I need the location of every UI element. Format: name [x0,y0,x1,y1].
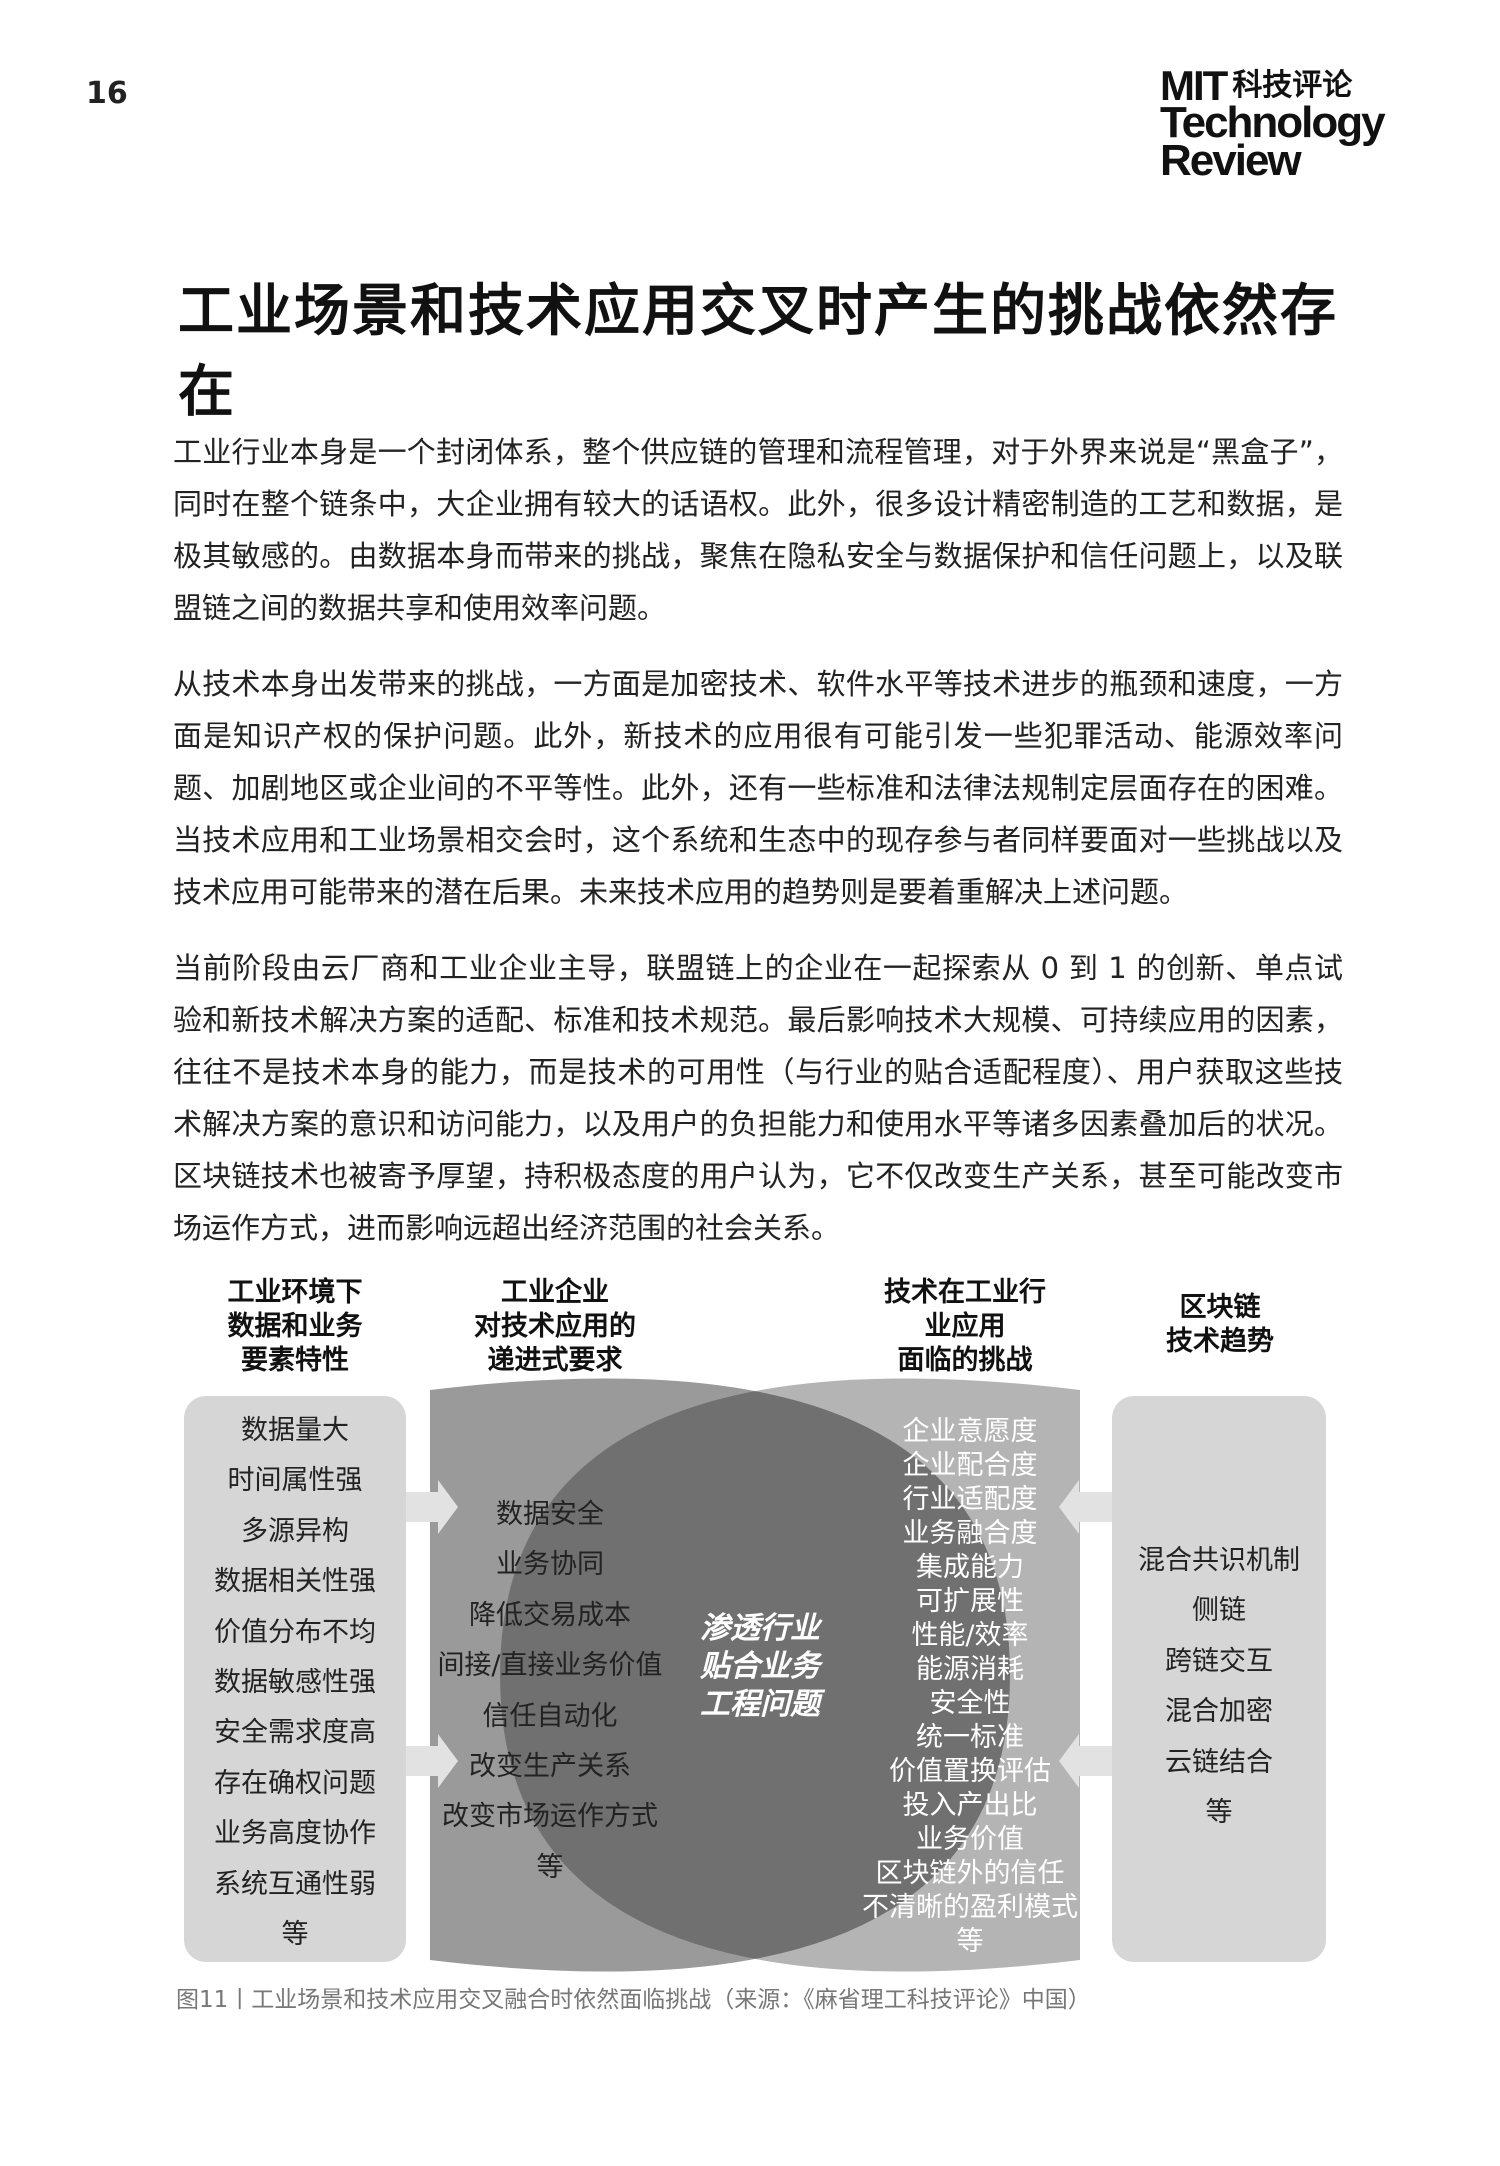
paragraph-1: 工业行业本身是一个封闭体系，整个供应链的管理和流程管理，对于外界来说是“黑盒子”… [173,435,1343,625]
logo-mit: MIT [1160,62,1228,109]
list-item: 间接/直接业务价值 [437,1650,663,1682]
list-item: 业务高度协作 [214,1818,376,1850]
list-item: 改变市场运作方式 [442,1801,658,1833]
col3-heading: 技术在工业行业应用面临的挑战 [884,1277,1046,1376]
list-item: 存在确权问题 [214,1767,376,1799]
page-number: 16 [86,76,128,111]
logo-review: Review [1160,135,1302,185]
col3-list: 企业意愿度 企业配合度 行业适配度 业务融合度 集成能力 可扩展性 性能/效率 … [855,1415,1085,1959]
list-item: 等 [536,1851,564,1883]
list-item: 云链结合 [1165,1746,1273,1778]
paragraph-3: 当前阶段由云厂商和工业企业主导，联盟链上的企业在一起探索从 0 到 1 的创新、… [173,951,1343,1245]
overlap-label: 渗透行业贴合业务工程问题 [700,1611,820,1722]
list-item: 可扩展性 [916,1586,1024,1617]
list-item: 数据量大 [241,1415,349,1446]
paragraph-2: 从技术本身出发带来的挑战，一方面是加密技术、软件水平等技术进步的瓶颈和速度，一方… [173,667,1343,909]
list-item: 性能/效率 [911,1620,1029,1651]
overlap-region [500,1378,1010,1972]
list-item: 混合共识机制 [1138,1545,1300,1576]
list-item: 时间属性强 [227,1465,363,1497]
arrow-right-upper [405,1480,458,1534]
col2-list: 数据安全 业务协同 降低交易成本 间接/直接业务价值 信任自动化 改变生产关系 … [430,1490,670,1893]
logo-technology: Technology [1160,98,1386,148]
list-item: 等 [1205,1797,1233,1829]
left-pill [184,1396,406,1962]
list-item: 企业意愿度 [902,1416,1038,1447]
list-item: 等 [956,1926,984,1957]
list-item: 数据安全 [496,1499,604,1530]
list-item: 价值置换评估 [889,1756,1051,1787]
list-item: 混合加密 [1165,1696,1273,1728]
col4-list: 混合共识机制 侧链 跨链交互 混合加密 云链结合 等 [1112,1536,1326,1838]
list-item: 不清晰的盈利模式 [862,1892,1078,1923]
col2-heading: 工业企业对技术应用的递进式要求 [474,1277,636,1376]
arrow-left-lower [1059,1734,1112,1788]
list-item: 统一标准 [916,1722,1024,1753]
list-item: 安全性 [929,1688,1011,1719]
arrow-right-lower [405,1734,458,1788]
logo-cn: 科技评论 [1232,69,1353,102]
list-item: 数据敏感性强 [214,1667,376,1699]
list-item: 区块链外的信任 [875,1858,1065,1889]
list-item: 集成能力 [916,1552,1024,1583]
list-item: 系统互通性弱 [214,1868,376,1900]
list-item: 数据相关性强 [214,1566,376,1598]
list-item: 跨链交互 [1165,1645,1273,1677]
figure-caption: 图11丨工业场景和技术应用交叉融合时依然面临挑战（来源：《麻省理工科技评论》中国… [176,1987,1091,2013]
list-item: 业务价值 [916,1824,1024,1855]
page-title: 工业场景和技术应用交叉时产生的挑战依然存在 [178,279,1338,425]
list-item: 行业适配度 [902,1484,1038,1515]
col1-list: 数据量大 时间属性强 多源异构 数据相关性强 价值分布不均 数据敏感性强 安全需… [184,1406,406,1960]
list-item: 业务融合度 [902,1518,1038,1549]
list-item: 侧链 [1192,1595,1246,1627]
list-item: 价值分布不均 [214,1616,376,1648]
list-item: 多源异构 [241,1515,349,1547]
list-item: 等 [281,1919,309,1951]
list-item: 改变生产关系 [469,1751,631,1783]
right-pill [1112,1396,1326,1962]
col4-heading: 区块链技术趋势 [1166,1292,1274,1357]
list-item: 企业配合度 [902,1450,1038,1481]
list-item: 能源消耗 [916,1654,1024,1685]
list-item: 投入产出比 [902,1790,1038,1821]
list-item: 安全需求度高 [214,1717,376,1749]
arrow-left-upper [1059,1480,1112,1534]
list-item: 信任自动化 [482,1700,618,1732]
list-item: 降低交易成本 [469,1599,631,1631]
col1-heading: 工业环境下数据和业务要素特性 [227,1277,363,1376]
list-item: 业务协同 [496,1549,604,1581]
